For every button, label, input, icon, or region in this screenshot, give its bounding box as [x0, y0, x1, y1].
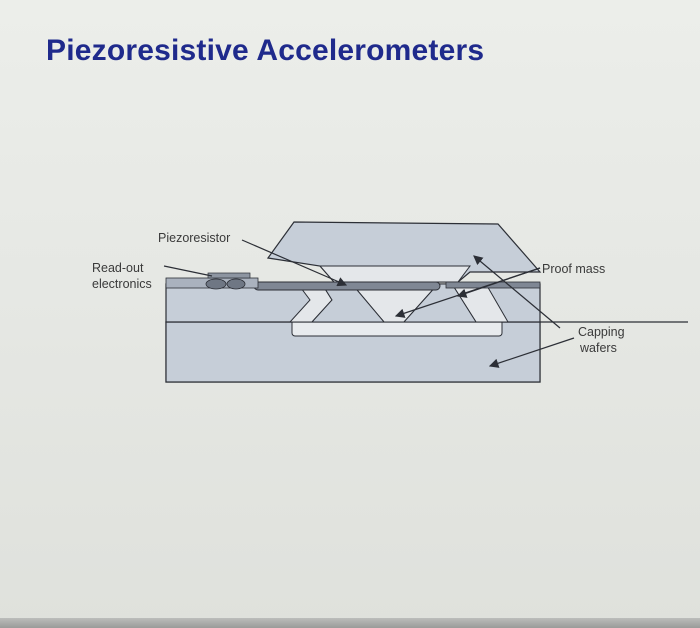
readout-component-1	[205, 278, 227, 290]
label-piezoresistor: Piezoresistor	[158, 231, 230, 245]
label-proof-mass: Proof mass	[542, 262, 605, 276]
label-capping-line1: Capping	[578, 325, 625, 339]
top-recess	[318, 265, 471, 283]
leader-proof-mass-2	[456, 267, 541, 298]
proof-mass-shape	[310, 283, 477, 323]
leader-capping-1	[473, 255, 561, 329]
slide-title: Piezoresistive Accelerometers	[46, 34, 485, 67]
label-readout-line1: Read-out	[92, 261, 144, 275]
leader-piezoresistor	[241, 239, 348, 287]
readout-contact	[207, 272, 251, 279]
leader-readout	[163, 265, 213, 277]
label-readout-line2: electronics	[92, 277, 152, 291]
leader-capping-2	[488, 337, 575, 368]
label-capping-line2: wafers	[579, 341, 617, 355]
readout-component-2	[226, 278, 246, 290]
piezoresistor-layer	[253, 281, 441, 291]
screen-bezel	[0, 618, 700, 628]
right-flexure	[445, 281, 541, 289]
